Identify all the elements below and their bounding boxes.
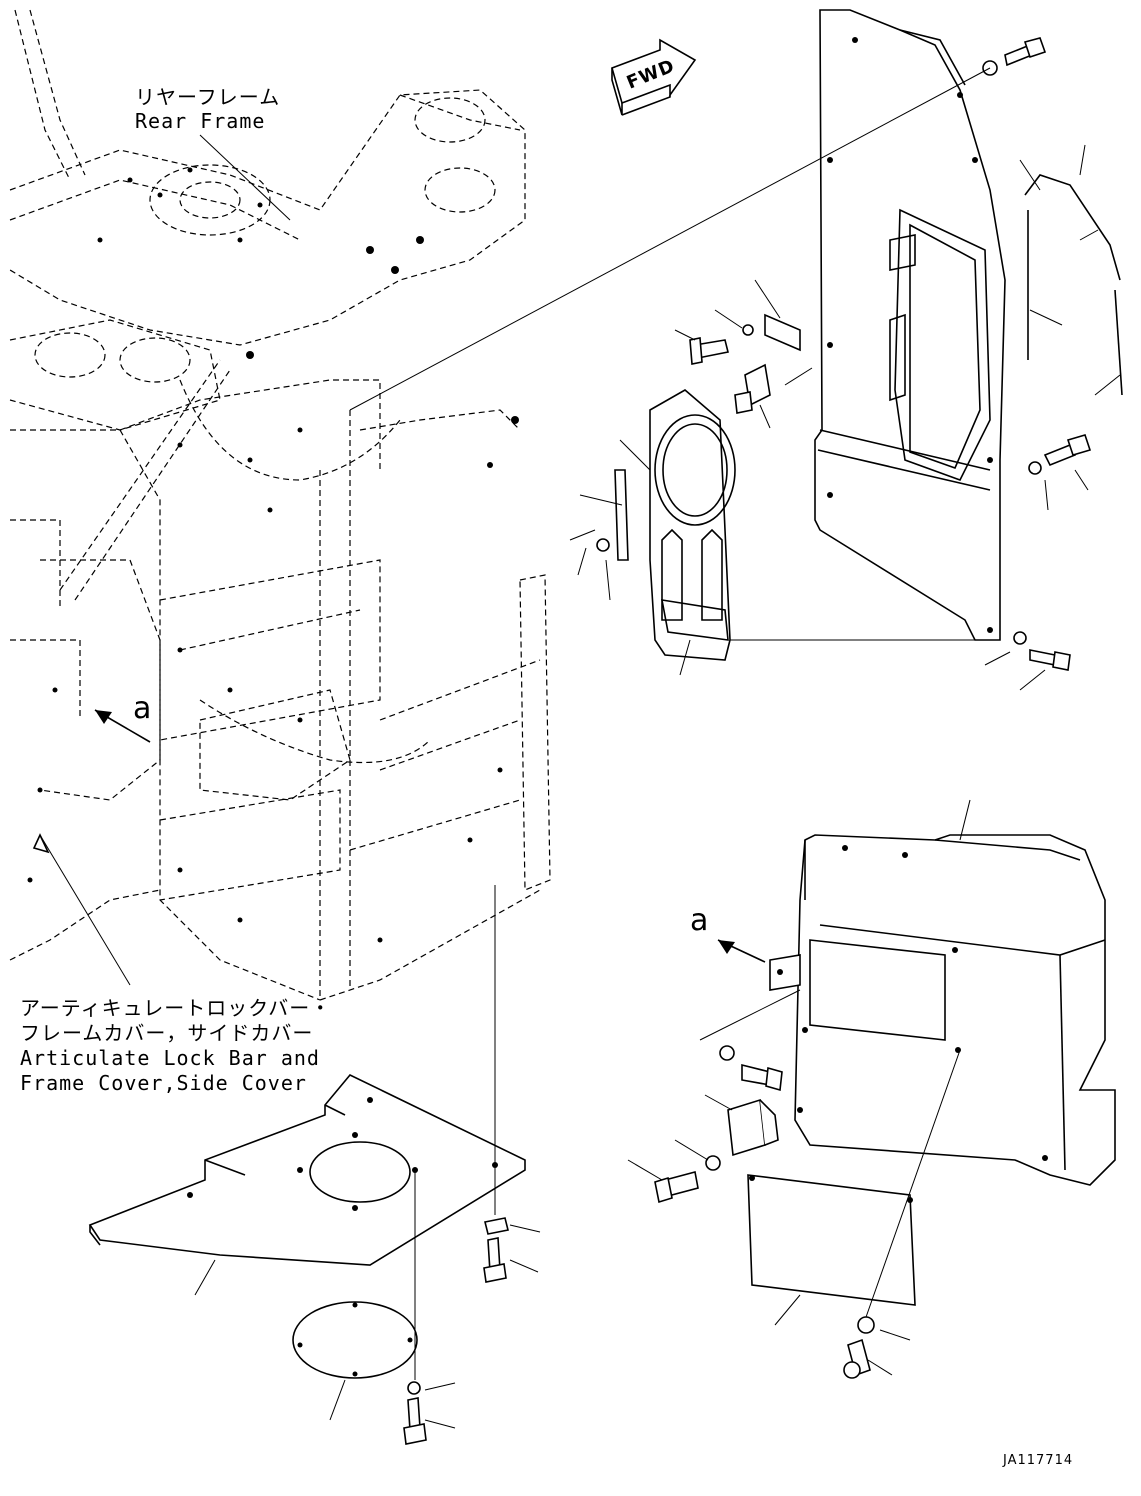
bolts-right-mid — [1028, 434, 1092, 511]
cover-label-en-1: Articulate Lock Bar and — [20, 1046, 320, 1070]
bottom-plate — [88, 1074, 526, 1296]
rear-frame-label-jp: リヤーフレーム — [135, 85, 281, 109]
small-cover-plate — [747, 1049, 961, 1379]
seal-strips — [1019, 144, 1123, 396]
bracket-and-bolts — [627, 989, 801, 1204]
cover-label-en-2: Frame Cover,Side Cover — [20, 1071, 307, 1095]
frame-cover-right — [769, 799, 1116, 1186]
bottom-plate-bolts — [483, 885, 541, 1283]
rear-frame-label-en: Rear Frame — [135, 109, 266, 133]
fwd-arrow-icon — [611, 38, 697, 116]
latch-parts — [674, 279, 813, 429]
cover-leader-arrowhead — [32, 833, 50, 854]
cover-label-jp-1: アーティキュレートロックバー・ — [20, 996, 332, 1020]
view-ref-a-left: a — [133, 691, 153, 726]
view-ref-a-right: a — [690, 903, 710, 938]
view-arrow-right-head — [718, 940, 735, 954]
bolt-top — [349, 37, 1047, 411]
round-cover — [292, 1172, 456, 1445]
bolts-right-bottom — [720, 631, 1071, 691]
rear-frame-assembly — [9, 9, 551, 1001]
rear-frame-leader — [199, 134, 291, 221]
view-arrow-left-head — [95, 710, 112, 724]
drawing-number: JA117714 — [1003, 1453, 1074, 1468]
inspection-door — [569, 389, 736, 676]
cover-label-jp-2: フレームカバー，サイドカバー — [20, 1021, 314, 1045]
cover-label-leader — [39, 834, 131, 986]
side-cover-panel — [814, 9, 1006, 641]
